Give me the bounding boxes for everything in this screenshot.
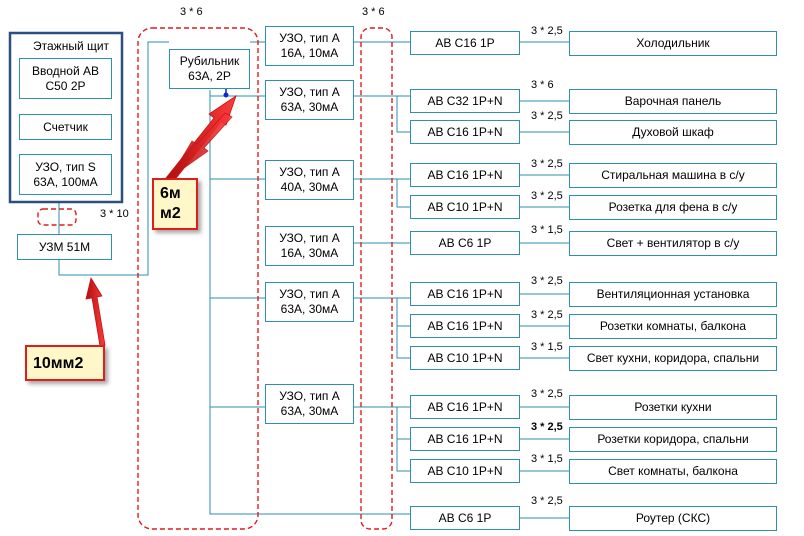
load-6: Свет + вентилятор в с/у (569, 231, 777, 256)
bus-right-size: 3 * 6 (362, 6, 385, 18)
wire-size-11: 3 * 2,5 (531, 421, 563, 433)
wire-size-1: 3 * 2,5 (531, 25, 563, 37)
load-12: Свет комнаты, балкона (569, 459, 777, 484)
rcd-4: УЗО, тип А 16А, 30мА (265, 226, 354, 266)
wire-size-9: 3 * 1,5 (531, 341, 563, 353)
breaker-6: АВ С6 1Р (410, 231, 520, 255)
wire-size-8: 3 * 2,5 (531, 309, 563, 321)
breaker-13: АВ С6 1Р (410, 506, 520, 530)
rcd-1: УЗО, тип А 16А, 10мА (265, 26, 354, 66)
load-13: Роутер (СКС) (569, 506, 777, 531)
wire-size-3: 3 * 2,5 (531, 110, 563, 122)
load-4: Стиральная машина в с/у (569, 163, 777, 188)
breaker-2: АВ С32 1Р+N (410, 89, 520, 113)
load-9: Свет кухни, коридора, спальни (569, 346, 777, 371)
load-7: Вентиляционная установка (569, 282, 777, 307)
wire-size-4: 3 * 2,5 (531, 158, 563, 170)
breaker-10: АВ С16 1Р+N (410, 395, 520, 419)
load-5: Розетка для фена в с/у (569, 195, 777, 220)
callout-10mm2: 10мм2 (25, 345, 105, 381)
main-breaker: Вводной АВ С50 2Р (19, 58, 112, 99)
load-8: Розетки комнаты, балкона (569, 314, 777, 339)
load-3: Духовой шкаф (569, 120, 777, 145)
bus-left-size: 3 * 6 (180, 6, 203, 18)
breaker-7: АВ С16 1Р+N (410, 282, 520, 306)
wire-size-12: 3 * 1,5 (531, 453, 563, 465)
wire-size-5: 3 * 2,5 (531, 190, 563, 202)
rcd-2: УЗО, тип А 63А, 30мА (265, 80, 354, 120)
breaker-1: АВ С16 1Р (410, 31, 520, 55)
meter: Счетчик (19, 114, 112, 140)
wire-size-13: 3 * 2,5 (531, 495, 563, 507)
uzm-relay: УЗМ 51М (17, 234, 112, 260)
load-2: Варочная панель (569, 89, 777, 114)
breaker-3: АВ С16 1Р+N (410, 120, 520, 144)
breaker-4: АВ С16 1Р+N (410, 163, 520, 187)
rcd-6: УЗО, тип А 63А, 30мА (265, 384, 354, 424)
callout-6mm2: 6м м2 (152, 178, 198, 230)
wire-size-7: 3 * 2,5 (531, 275, 563, 287)
rcd-3: УЗО, тип А 40А, 30мА (265, 160, 354, 200)
load-11: Розетки коридора, спальни (569, 427, 777, 452)
main-rcd: УЗО, тип S 63А, 100мА (19, 154, 112, 195)
wire-size-6: 3 * 1,5 (531, 224, 563, 236)
wire-size-2: 3 * 6 (531, 79, 554, 91)
breaker-11: АВ С16 1Р+N (410, 427, 520, 451)
main-switch: Рубильник 63А, 2Р (169, 49, 250, 89)
load-10: Розетки кухни (569, 395, 777, 420)
breaker-5: АВ С10 1Р+N (410, 195, 520, 219)
breaker-12: АВ С10 1Р+N (410, 459, 520, 483)
wire-size-10: 3 * 2,5 (531, 388, 563, 400)
breaker-8: АВ С16 1Р+N (410, 314, 520, 338)
main-cable-size: 3 * 10 (100, 208, 129, 220)
rcd-5: УЗО, тип А 63А, 30мА (265, 282, 354, 322)
panel-title: Этажный щит (33, 39, 110, 53)
breaker-9: АВ С10 1Р+N (410, 346, 520, 370)
load-1: Холодильник (569, 31, 777, 56)
